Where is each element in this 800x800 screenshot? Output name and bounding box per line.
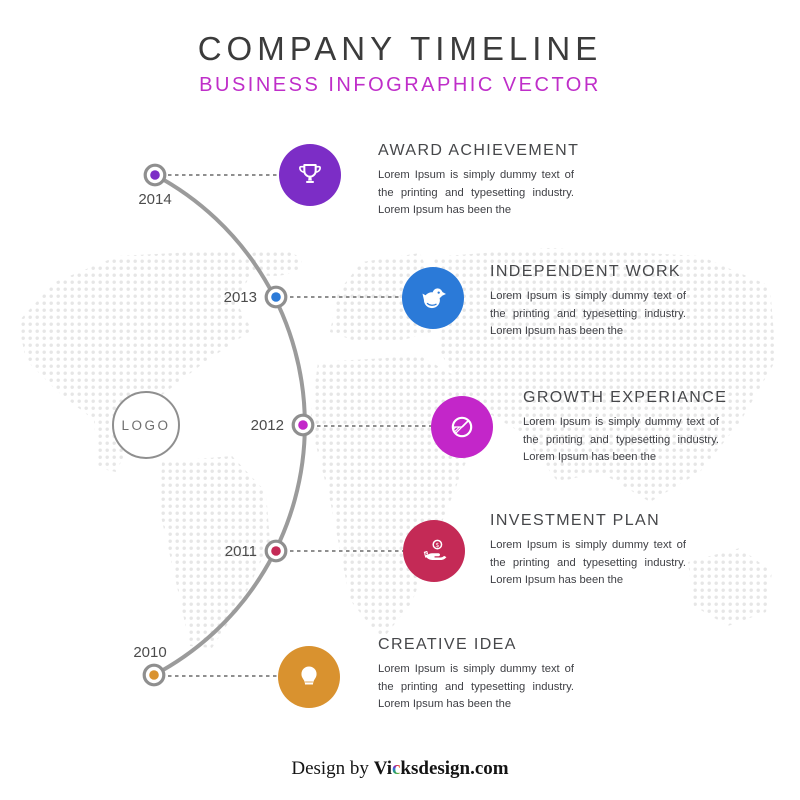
year-label-2013: 2013 — [223, 289, 257, 306]
milestone-2014-text: AWARD ACHIEVEMENT Lorem Ipsum is simply … — [378, 142, 588, 220]
brand-rainbow-letter: c — [391, 758, 401, 779]
milestone-2011-text: INVESTMENT PLAN Lorem Ipsum is simply du… — [490, 512, 700, 590]
brand-name: Vicksdesign.com — [373, 758, 509, 779]
milestone-2012-text: GROWTH EXPERIANCE Lorem Ipsum is simply … — [523, 389, 733, 467]
icon-badges: $ — [278, 144, 493, 708]
node-dot — [149, 670, 159, 680]
lightbulb-icon — [301, 666, 317, 685]
node-dot — [271, 546, 281, 556]
milestone-title: GROWTH EXPERIANCE — [523, 389, 728, 406]
year-label-2014: 2014 — [138, 191, 172, 208]
node-2010 — [142, 663, 166, 687]
milestone-body: Lorem Ipsum is simply dummy text of the … — [490, 539, 686, 586]
milestone-title: INDEPENDENT WORK — [490, 263, 682, 280]
timeline-nodes — [142, 163, 315, 687]
node-dot — [298, 420, 308, 430]
creative-badge — [278, 646, 340, 708]
milestone-2013-text: INDEPENDENT WORK Lorem Ipsum is simply d… — [490, 263, 700, 341]
year-label-2011: 2011 — [224, 543, 257, 560]
pie-chart-icon — [451, 416, 473, 438]
growth-badge — [431, 396, 493, 458]
logo-placeholder: LOGO — [112, 391, 180, 459]
footer-credit: Design by Vicksdesign.com — [0, 758, 800, 780]
node-dot — [150, 170, 160, 180]
year-label-2012: 2012 — [250, 417, 284, 434]
connectors — [168, 174, 432, 677]
node-2012 — [291, 413, 315, 437]
year-label-2010: 2010 — [133, 644, 167, 661]
milestone-body: Lorem Ipsum is simply dummy text of the … — [378, 169, 574, 216]
bird-eye — [437, 291, 440, 294]
svg-text:$: $ — [435, 542, 439, 549]
node-2013 — [264, 285, 288, 309]
bird-icon — [422, 288, 446, 309]
milestone-2010-text: CREATIVE IDEA Lorem Ipsum is simply dumm… — [378, 636, 588, 714]
node-2011 — [264, 539, 288, 563]
trophy-icon — [299, 163, 321, 183]
investment-badge: $ — [403, 520, 465, 582]
node-2014 — [143, 163, 167, 187]
milestone-title: AWARD ACHIEVEMENT — [378, 142, 580, 159]
node-dot — [271, 292, 281, 302]
milestone-body: Lorem Ipsum is simply dummy text of the … — [490, 290, 686, 337]
header: COMPANY TIMELINE BUSINESS INFOGRAPHIC VE… — [0, 30, 800, 97]
page-title: COMPANY TIMELINE — [197, 30, 603, 67]
milestone-body: Lorem Ipsum is simply dummy text of the … — [378, 663, 574, 710]
milestone-title: INVESTMENT PLAN — [490, 512, 661, 529]
milestone-body: Lorem Ipsum is simply dummy text of the … — [523, 416, 719, 463]
design-by-text: Design by — [291, 758, 369, 779]
world-map-dots — [18, 248, 776, 648]
award-badge — [279, 144, 341, 206]
independent-badge — [402, 267, 464, 329]
hand-money-icon: $ — [423, 539, 447, 561]
logo-label: LOGO — [121, 417, 171, 433]
page-subtitle: BUSINESS INFOGRAPHIC VECTOR — [199, 74, 601, 96]
milestone-title: CREATIVE IDEA — [378, 636, 517, 653]
